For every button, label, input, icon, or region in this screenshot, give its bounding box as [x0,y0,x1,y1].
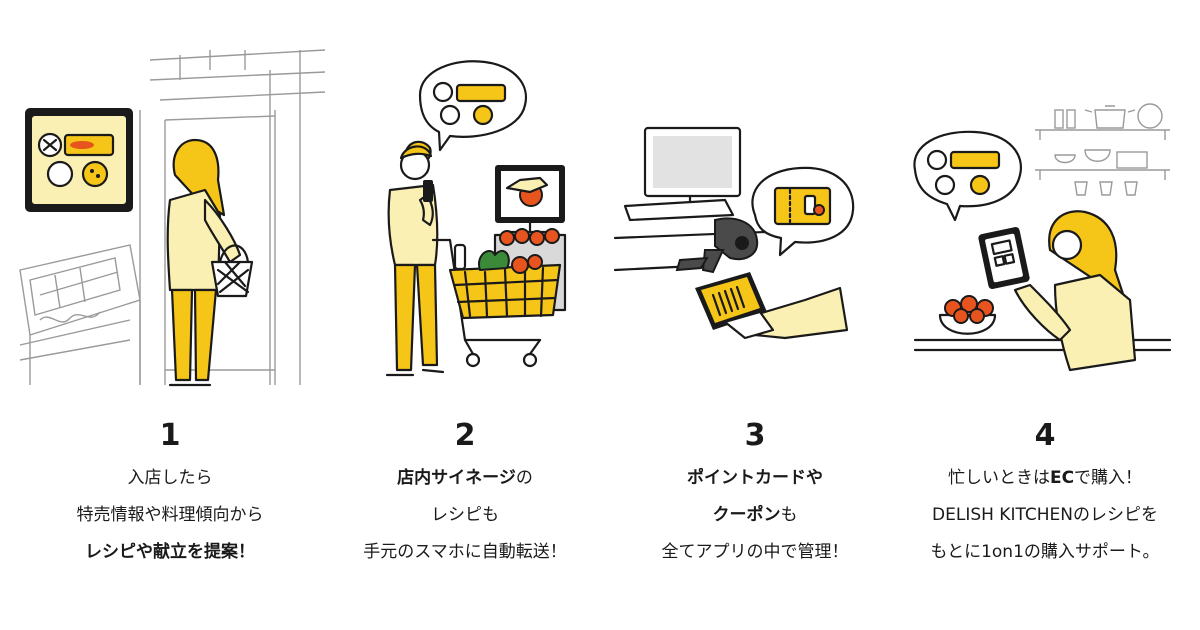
step-4: 4 忙しいときはECで購入！ DELISH KITCHENのレシピをもとに1on1… [895,0,1195,630]
step-2: 2 店内サイネージのレシピも手元のスマホに自動転送！ [315,0,615,630]
step-number: 4 [1034,418,1056,453]
caption-text: 入店したら [127,468,213,488]
caption-line: もとに1on1の購入サポート。 [895,534,1195,571]
step-caption: ポイントカードやクーポンも全てアプリの中で管理！ [605,460,905,571]
caption-text: DELISH KITCHENのレシピを [932,505,1158,525]
caption-text: レシピも [431,505,499,525]
caption-text: 手元のスマホに自動転送！ [363,542,567,562]
caption-line: 忙しいときはECで購入！ [895,460,1195,497]
caption-line: ポイントカードや [605,460,905,497]
kitchen-tablet-ec-illustration [895,40,1195,390]
caption-text: もとに1on1の購入サポート。 [930,542,1160,562]
checkout-scanner-coupon-illustration [605,40,905,390]
caption-line: 特売情報や料理傾向から [20,497,320,534]
caption-text: 忙しいときは [947,468,1050,488]
step-caption: 店内サイネージのレシピも手元のスマホに自動転送！ [315,460,615,571]
caption-line: 入店したら [20,460,320,497]
caption-emphasis: EC [1049,468,1075,488]
step-number: 1 [159,418,181,453]
caption-text: 全てアプリの中で管理！ [661,542,849,562]
caption-emphasis: 店内サイネージ [397,468,516,488]
caption-line: DELISH KITCHENのレシピを [895,497,1195,534]
step-caption: 入店したら特売情報や料理傾向からレシピや献立を提案！ [20,460,320,571]
caption-line: レシピも [315,497,615,534]
caption-text: で購入！ [1074,468,1143,488]
store-entrance-signage-illustration [19,40,326,390]
step-1: 1 入店したら特売情報や料理傾向からレシピや献立を提案！ [19,0,326,630]
caption-text: 特売情報や料理傾向から [76,505,264,525]
caption-text: も [780,505,798,525]
step-caption: 忙しいときはECで購入！ DELISH KITCHENのレシピをもとに1on1の購… [895,460,1195,571]
caption-line: 全てアプリの中で管理！ [605,534,905,571]
caption-text: の [515,468,533,488]
caption-line: 手元のスマホに自動転送！ [315,534,615,571]
caption-line: レシピや献立を提案！ [20,534,320,571]
caption-line: クーポンも [605,497,905,534]
shopper-cart-smartphone-illustration [315,40,615,390]
caption-line: 店内サイネージの [315,460,615,497]
caption-emphasis: レシピや献立を提案！ [85,542,255,562]
step-3: 3 ポイントカードやクーポンも全てアプリの中で管理！ [605,0,905,630]
step-number: 3 [744,418,766,453]
step-number: 2 [454,418,476,453]
caption-emphasis: クーポン [712,505,781,525]
caption-emphasis: ポイントカードや [687,468,823,488]
